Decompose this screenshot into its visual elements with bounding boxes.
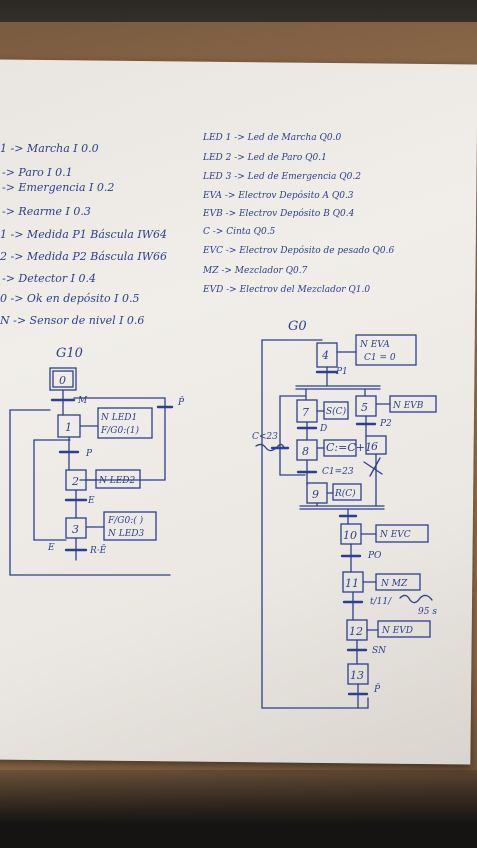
transition-label: R·Ē <box>89 544 107 556</box>
list-item: LED 2 -> Led de Paro Q0.1 <box>202 153 327 163</box>
step-box-inner <box>52 370 74 388</box>
list-item: -> Detector I 0.4 <box>2 272 96 285</box>
action-text: S(C) <box>326 406 347 417</box>
action-box <box>103 511 157 541</box>
list-item: EVD -> Electrov del Mezclador Q1.0 <box>202 285 370 295</box>
output-variable-list: LED 1 -> Led de Marcha Q0.0 LED 2 -> Led… <box>202 133 394 295</box>
action-text: C:=C+1 <box>326 441 372 454</box>
action-box <box>375 573 421 591</box>
transition-label: C1=23 <box>322 467 354 477</box>
transition-label: M <box>77 396 88 406</box>
list-item: MZ -> Mezclador Q0.7 <box>202 266 308 276</box>
step-number: 6 <box>371 440 378 453</box>
list-item: 1 -> Medida P1 Báscula IW64 <box>0 228 167 241</box>
action-text: N EVD <box>381 626 413 636</box>
action-text: N EVA <box>359 340 390 350</box>
grafcet-title: G10 <box>56 346 83 361</box>
action-text: N EVB <box>392 401 424 411</box>
scribble <box>399 594 433 604</box>
step-number: 1 <box>65 421 72 434</box>
action-box <box>377 620 431 638</box>
transition-label: P <box>85 449 93 459</box>
loop-line <box>9 409 171 576</box>
action-text: R(C) <box>334 488 356 499</box>
action-box <box>332 483 362 501</box>
step-number: 5 <box>361 401 368 414</box>
desk-shadow <box>0 770 477 848</box>
action-box <box>389 395 437 413</box>
transition-label: P1 <box>335 367 348 377</box>
action-text: N EVC <box>379 530 411 540</box>
step-number: 4 <box>321 349 329 362</box>
step-number: 12 <box>349 625 363 638</box>
transition-label: PO <box>367 551 382 561</box>
step-number: 11 <box>345 577 359 590</box>
transition-label: C<23 <box>252 432 278 442</box>
transition-label: t/11/ <box>370 597 392 607</box>
scribble <box>255 443 285 452</box>
transition-label: P̄ <box>177 396 185 408</box>
list-item: -> Paro I 0.1 <box>2 166 73 179</box>
action-text: N MZ <box>380 579 408 589</box>
step-number: 3 <box>72 523 79 536</box>
action-box <box>97 407 153 439</box>
transition-label: P̄ <box>373 683 381 695</box>
action-box <box>375 524 429 543</box>
loop-line <box>73 397 166 481</box>
transition-label: SN <box>372 646 387 656</box>
action-box <box>95 469 141 489</box>
list-item: 2 -> Medida P2 Báscula IW66 <box>0 250 167 263</box>
grafcet-g10: G10 0 M P̄ 1 N LED1 F/G0:(1) P 2 N LED2 <box>9 346 185 576</box>
step-number: 8 <box>302 445 309 458</box>
action-box <box>323 439 357 457</box>
list-item: EVB -> Electrov Depósito B Q0.4 <box>202 208 355 219</box>
grafcet-g0: G0 4 N EVA C1 = 0 P1 7 S(C) D 8 C:=C+1 <box>252 319 437 709</box>
scribble <box>363 457 383 477</box>
list-item: 0 -> Ok en depósito I 0.5 <box>0 292 139 305</box>
list-item: 1 -> Marcha I 0.0 <box>0 142 99 155</box>
action-box <box>355 334 417 366</box>
step-number: 9 <box>312 488 319 501</box>
step-number: 13 <box>350 669 364 682</box>
action-text: N LED1 <box>100 413 137 423</box>
action-box <box>323 401 349 420</box>
input-variable-list: 1 -> Marcha I 0.0 -> Paro I 0.1 -> Emerg… <box>0 142 167 327</box>
list-item: -> Rearme I 0.3 <box>2 205 91 218</box>
action-text: F/G0:( ) <box>107 515 144 526</box>
step-number: 2 <box>71 475 79 488</box>
transition-label: E <box>87 496 95 506</box>
action-text: F/G0:(1) <box>100 425 139 436</box>
list-item: EVA -> Electrov Depósito A Q0.3 <box>202 190 354 201</box>
transition-label: D <box>319 424 327 434</box>
action-text: N LED2 <box>98 476 135 486</box>
transition-label: 95 s <box>418 607 437 617</box>
loop-line <box>261 339 369 709</box>
action-text: C1 = 0 <box>364 353 396 363</box>
grafcet-title: G0 <box>288 319 307 334</box>
step-number: 0 <box>59 374 66 387</box>
loop-line <box>279 395 307 476</box>
action-text: N LED3 <box>107 529 144 539</box>
loop-line <box>33 439 67 541</box>
list-item: LED 1 -> Led de Marcha Q0.0 <box>202 133 341 143</box>
transition-label: E <box>47 543 55 553</box>
transition-label: P2 <box>379 419 392 429</box>
list-item: -> Emergencia I 0.2 <box>2 181 114 194</box>
list-item: LED 3 -> Led de Emergencia Q0.2 <box>202 172 361 182</box>
step-number: 7 <box>302 406 309 419</box>
list-item: N -> Sensor de nivel I 0.6 <box>0 314 144 327</box>
step-number: 10 <box>343 529 357 542</box>
list-item: C -> Cinta Q0.5 <box>203 227 276 237</box>
list-item: EVC -> Electrov Depósito de pesado Q0.6 <box>202 245 394 256</box>
